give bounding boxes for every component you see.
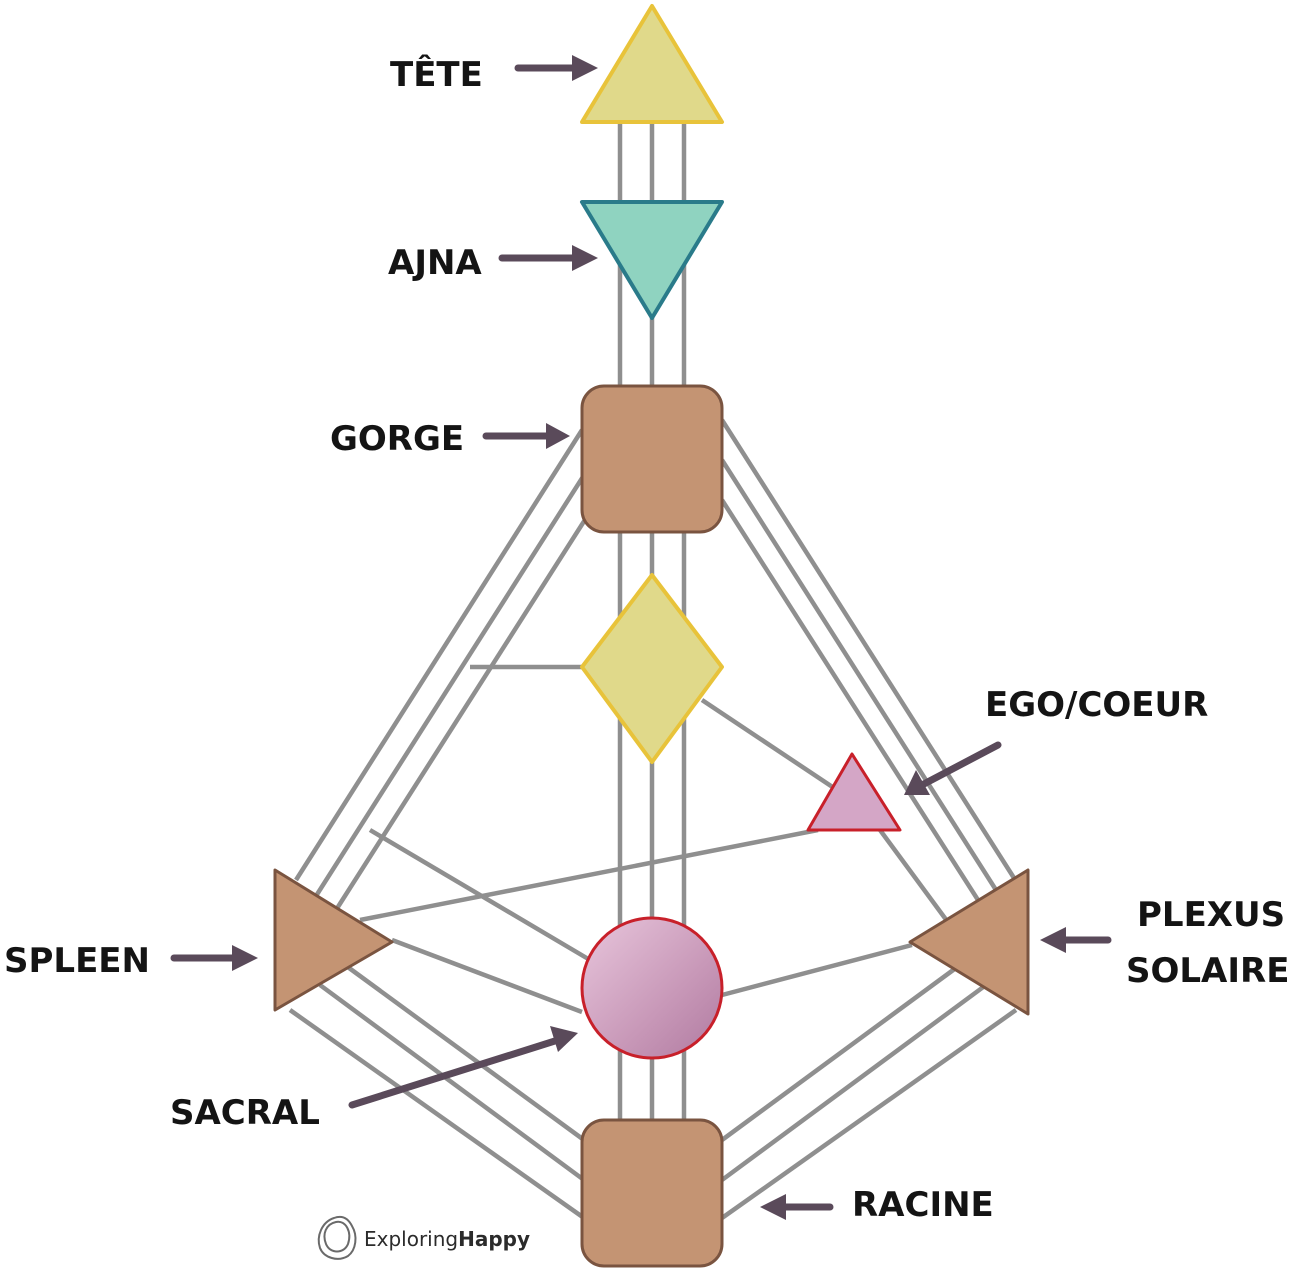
plexus-solaire-center [908, 868, 1030, 1016]
arrow-ajna [498, 245, 598, 271]
racine-center [580, 1118, 724, 1268]
svg-text:ExploringHappy: ExploringHappy [364, 1227, 530, 1251]
exploringhappy-logo: ExploringHappy [317, 1215, 530, 1260]
arrow-racine [760, 1194, 834, 1220]
channel-lines [288, 120, 1018, 1220]
label-racine: RACINE [852, 1185, 994, 1225]
label-sacral: SACRAL [170, 1093, 320, 1133]
label-tete: TÊTE [390, 54, 483, 95]
arrow-spleen [170, 945, 258, 971]
arrow-plexus [1040, 927, 1112, 953]
label-gorge: GORGE [330, 419, 464, 459]
arrow-tete [514, 55, 598, 81]
ajna-center [580, 200, 724, 320]
arrow-gorge [482, 423, 570, 449]
label-ajna: AJNA [388, 243, 482, 283]
label-ego: EGO/COEUR [985, 685, 1208, 725]
arrow-sacral [348, 1026, 578, 1109]
label-plexus-line2: SOLAIRE [1126, 951, 1289, 991]
label-spleen: SPLEEN [4, 941, 150, 981]
sacral-center [580, 916, 724, 1060]
tete-center [580, 4, 724, 124]
logo-mark-icon [317, 1215, 357, 1260]
label-plexus-line1: PLEXUS [1137, 895, 1285, 935]
arrow-ego [904, 741, 1002, 795]
identity-center-diamond [580, 573, 724, 764]
gorge-center [580, 384, 724, 534]
spleen-center [273, 868, 394, 1012]
ego-center [806, 752, 902, 832]
logo-text-regular: Exploring [364, 1227, 458, 1251]
logo-text-bold: Happy [458, 1227, 530, 1251]
